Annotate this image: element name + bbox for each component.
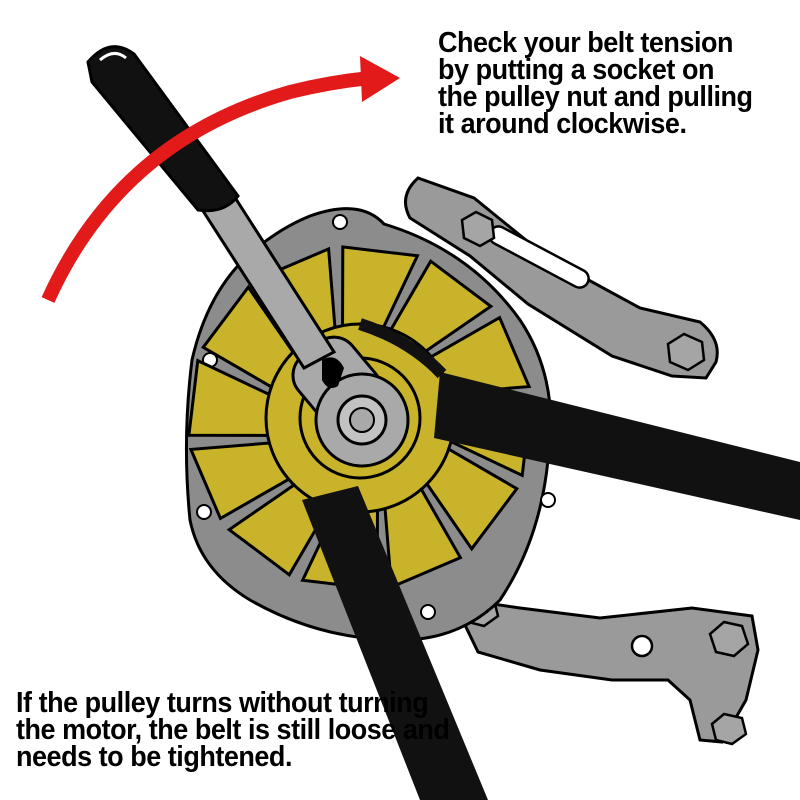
- instruction-caption-bottom: If the pulley turns without turning the …: [16, 687, 450, 773]
- hex-bolt-icon: [710, 712, 748, 746]
- caption-line: Check your belt tension: [438, 27, 734, 59]
- housing-screw-icon: [332, 214, 348, 230]
- caption-line: the pulley nut and pulling: [438, 81, 753, 113]
- caption-line: the motor, the belt is still loose and: [16, 714, 450, 746]
- drive-belt: [302, 318, 800, 800]
- upper-adjustment-bracket: [404, 176, 719, 380]
- housing-screw-icon: [540, 492, 556, 508]
- ratchet-wrench: [86, 45, 337, 370]
- instruction-caption-top: Check your belt tension by putting a soc…: [438, 27, 753, 140]
- caption-line: If the pulley turns without turning: [16, 687, 429, 719]
- caption-line: by putting a socket on: [438, 54, 714, 86]
- housing-screw-icon: [196, 504, 212, 520]
- hex-bolt-icon: [708, 620, 750, 658]
- lower-mounting-bracket: [449, 594, 760, 746]
- housing-screw-icon: [420, 604, 436, 620]
- caption-line: it around clockwise.: [438, 108, 687, 140]
- clockwise-arrow-icon: [41, 56, 400, 303]
- socket: [291, 335, 422, 480]
- hex-bolt-icon: [460, 210, 496, 248]
- hex-bolt-icon: [666, 332, 706, 372]
- bracket-hole: [630, 634, 654, 658]
- caption-line: needs to be tightened.: [16, 741, 292, 773]
